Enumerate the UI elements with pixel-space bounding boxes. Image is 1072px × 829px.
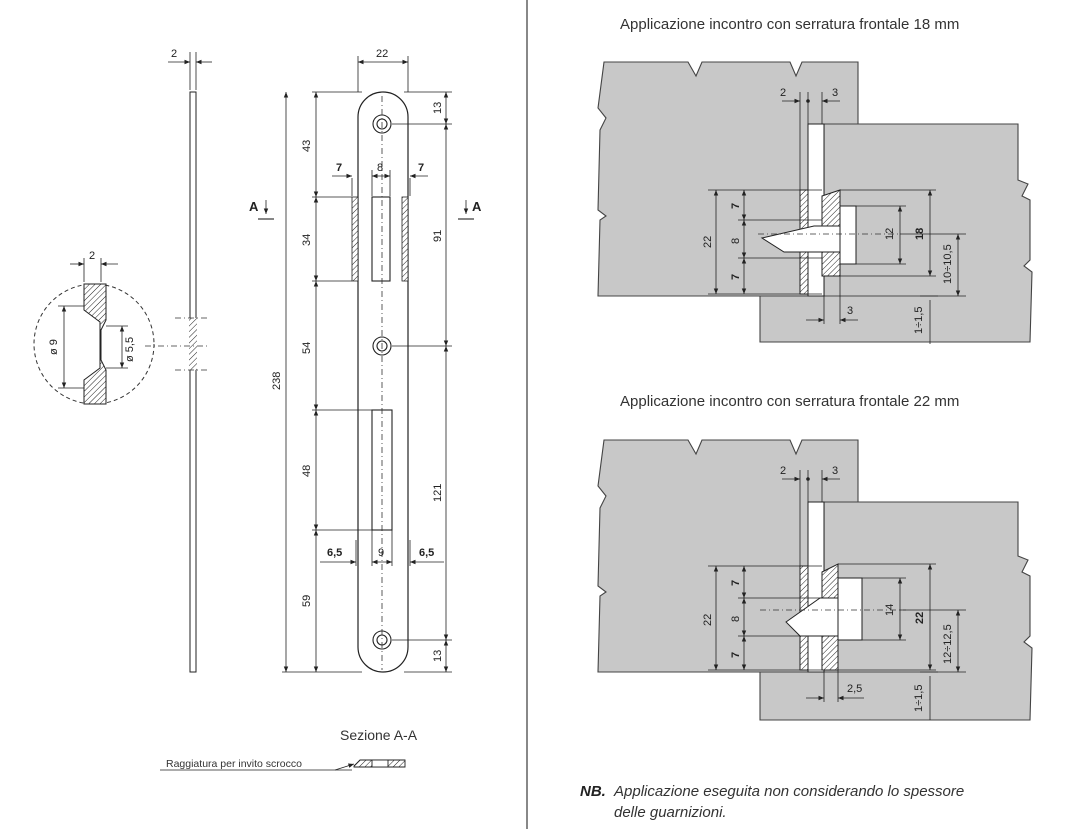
dim-34: 34 (301, 234, 313, 246)
dim-top-thickness: 2 (171, 48, 177, 60)
title-18mm: Applicazione incontro con serratura fron… (620, 16, 959, 33)
dim-18-left-8: 8 (730, 238, 742, 244)
dim-43: 43 (301, 140, 313, 152)
dim-22-left-8: 8 (730, 616, 742, 622)
side-profile: 2 (145, 48, 212, 673)
note-label: NB. (580, 783, 606, 800)
dim-238: 238 (271, 372, 283, 390)
dim-22-outer-22: 22 (702, 614, 714, 626)
dim-22-bottom-gap: 2,5 (847, 683, 862, 695)
dim-18-offset: 10÷10,5 (942, 244, 954, 284)
mark-bottom-right: 6,5 (419, 547, 434, 559)
dim-18-inner-12: 12 (884, 228, 896, 240)
section-marker-left: A (249, 199, 274, 220)
dim-22-left-7a: 7 (730, 580, 742, 586)
section-callout: Raggiatura per invito scrocco (166, 758, 302, 770)
dim-22-top-2: 2 (780, 465, 786, 477)
dim-18-bottom-offset: 1÷1,5 (913, 307, 925, 334)
dim-13-bottom: 13 (432, 650, 444, 662)
dim-48: 48 (301, 465, 313, 477)
dim-22-inner-14: 14 (884, 604, 896, 616)
assembly-22mm (597, 439, 1033, 721)
dim-59: 59 (301, 595, 313, 607)
section-profile (353, 759, 406, 768)
dim-18-left-7a: 7 (730, 203, 742, 209)
dim-22-top-3: 3 (832, 465, 838, 477)
note-line-2: delle guarnizioni. (614, 804, 727, 821)
dim-18-outer-22: 22 (702, 236, 714, 248)
assembly-18mm (597, 61, 1033, 343)
dim-18-top-3: 3 (832, 87, 838, 99)
mark-center-8: 8 (377, 162, 383, 174)
section-marker-right: A (458, 199, 482, 220)
dim-22-total: 22 (914, 612, 926, 624)
left-vertical-dims: 43 34 54 48 59 238 (271, 91, 372, 673)
dim-22-bottom-offset: 1÷1,5 (913, 685, 925, 712)
dim-inner-diameter: ø 5,5 (124, 337, 136, 362)
mark-bottom-left: 6,5 (327, 547, 342, 559)
dim-18-top-2: 2 (780, 87, 786, 99)
title-22mm: Applicazione incontro con serratura fron… (620, 393, 959, 410)
section-title: Sezione A-A (340, 727, 418, 743)
note-line-1: Applicazione eseguita non considerando l… (613, 783, 964, 800)
dim-detail-thickness: 2 (89, 250, 95, 262)
mark-bottom-center: 9 (378, 547, 384, 559)
dim-22-left-7b: 7 (730, 652, 742, 658)
mark-left-7: 7 (336, 162, 342, 174)
dim-outer-diameter: ø 9 (48, 339, 60, 355)
detail-circle: ø 9 ø 5,5 2 (33, 250, 155, 405)
strike-plate (351, 91, 409, 673)
dim-13-top: 13 (432, 102, 444, 114)
dim-18-bottom-gap: 3 (847, 305, 853, 317)
svg-text:A: A (472, 199, 482, 214)
dim-18-left-7b: 7 (730, 274, 742, 280)
mark-right-7: 7 (418, 162, 424, 174)
dim-22-offset: 12÷12,5 (942, 624, 954, 664)
svg-text:A: A (249, 199, 259, 214)
right-vertical-dims: 13 91 121 13 (392, 91, 452, 673)
dim-121: 121 (432, 484, 444, 502)
dim-91: 91 (432, 230, 444, 242)
dim-54: 54 (301, 342, 313, 354)
dim-plate-width: 22 (376, 48, 388, 60)
